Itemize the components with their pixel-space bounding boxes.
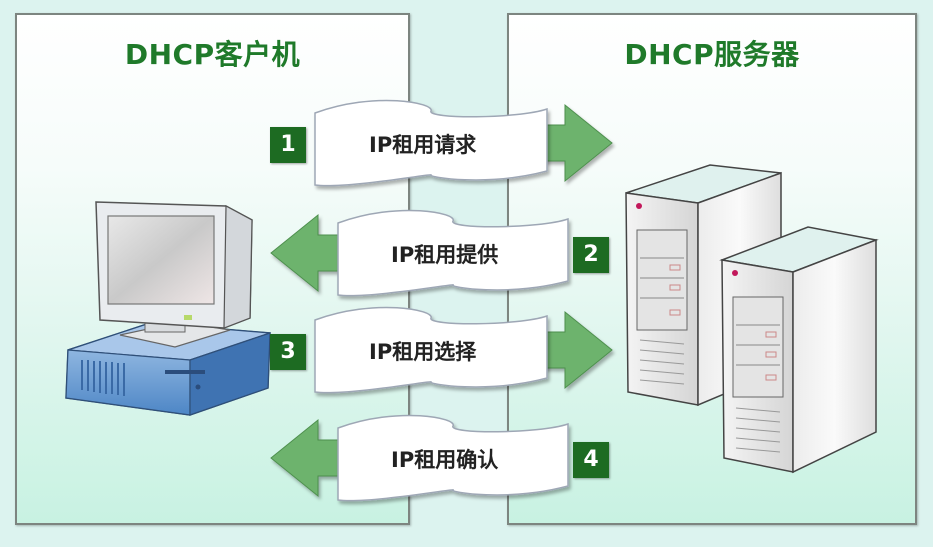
arrow-left-icon (270, 418, 341, 498)
desktop-computer-icon (65, 201, 271, 416)
server-title: DHCP服务器 (624, 38, 800, 71)
step-label: IP租用提供 (391, 243, 499, 267)
step-number-badge: 2 (573, 237, 609, 273)
step-label: IP租用请求 (369, 133, 477, 157)
client-title: DHCP客户机 (124, 38, 301, 71)
server-tower-icon (625, 164, 879, 474)
step-number-badge: 1 (270, 127, 306, 163)
message-banner (337, 209, 569, 297)
message-banner (314, 99, 548, 187)
step-label: IP租用选择 (369, 340, 477, 364)
message-banner (337, 414, 569, 502)
step-label: IP租用确认 (391, 448, 499, 472)
message-banner (314, 306, 548, 394)
step-number-badge: 4 (573, 442, 609, 478)
step-number-badge: 3 (270, 334, 306, 370)
arrow-right-icon (539, 310, 613, 390)
arrow-left-icon (270, 213, 341, 293)
arrow-right-icon (539, 103, 613, 183)
